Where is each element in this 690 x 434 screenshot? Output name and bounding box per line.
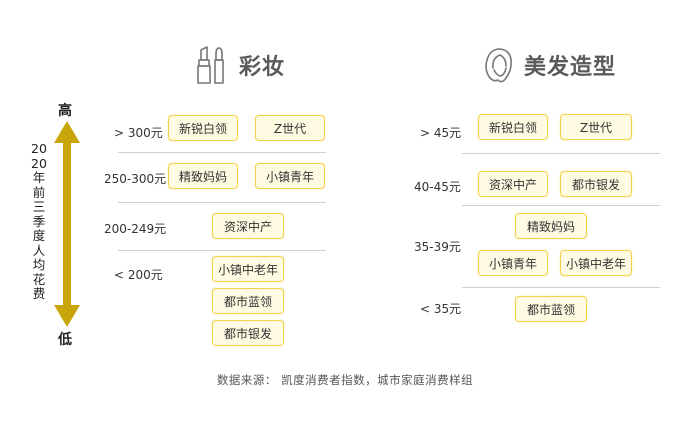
lipstick-icon bbox=[197, 46, 224, 84]
price-tier-label: 250-300元 bbox=[104, 172, 167, 186]
segment-chip: 都市蓝领 bbox=[212, 288, 284, 314]
segment-chip: 都市银发 bbox=[560, 171, 632, 197]
price-tier-label: 35-39元 bbox=[414, 240, 461, 254]
axis-title: 2020年前三季度人均花费 bbox=[31, 141, 47, 301]
axis-low-label: 低 bbox=[58, 332, 72, 348]
row-divider bbox=[118, 250, 326, 251]
row-divider bbox=[118, 152, 326, 153]
row-divider bbox=[462, 205, 660, 206]
panel-title-hair: 美发造型 bbox=[478, 44, 616, 86]
panel-title-makeup: 彩妆 bbox=[193, 44, 285, 86]
segment-chip: 资深中产 bbox=[212, 213, 284, 239]
row-divider bbox=[462, 287, 660, 288]
row-divider bbox=[462, 153, 660, 154]
axis-double-arrow bbox=[54, 121, 80, 327]
panel-title-text: 美发造型 bbox=[524, 55, 617, 80]
segment-chip: 小镇青年 bbox=[478, 250, 548, 276]
price-tier-label: > 300元 bbox=[114, 126, 163, 140]
segment-chip: Z世代 bbox=[560, 114, 632, 140]
segment-chip: 新锐白领 bbox=[478, 114, 548, 140]
segment-chip: 都市蓝领 bbox=[515, 296, 587, 322]
axis-high-label: 高 bbox=[58, 103, 72, 119]
source-note: 数据来源： 凯度消费者指数，城市家庭消费样组 bbox=[216, 373, 474, 387]
price-tier-label: > 45元 bbox=[420, 126, 462, 140]
segment-chip: Z世代 bbox=[255, 115, 325, 141]
woman-hair-icon bbox=[485, 48, 512, 83]
segment-chip: 小镇青年 bbox=[255, 163, 325, 189]
segment-chip: 小镇中老年 bbox=[212, 256, 284, 282]
price-tier-label: < 35元 bbox=[420, 302, 462, 316]
row-divider bbox=[118, 202, 326, 203]
panel-title-text: 彩妆 bbox=[239, 55, 286, 80]
segment-chip: 精致妈妈 bbox=[515, 213, 587, 239]
segment-chip: 新锐白领 bbox=[168, 115, 238, 141]
segment-chip: 小镇中老年 bbox=[560, 250, 632, 276]
segment-chip: 精致妈妈 bbox=[168, 163, 238, 189]
spend-axis: 高 2020年前三季度人均花费 低 bbox=[26, 98, 106, 348]
segment-chip: 资深中产 bbox=[478, 171, 548, 197]
price-tier-label: 200-249元 bbox=[104, 222, 167, 236]
price-tier-label: < 200元 bbox=[114, 268, 163, 282]
price-tier-label: 40-45元 bbox=[414, 180, 461, 194]
segment-chip: 都市银发 bbox=[212, 320, 284, 346]
